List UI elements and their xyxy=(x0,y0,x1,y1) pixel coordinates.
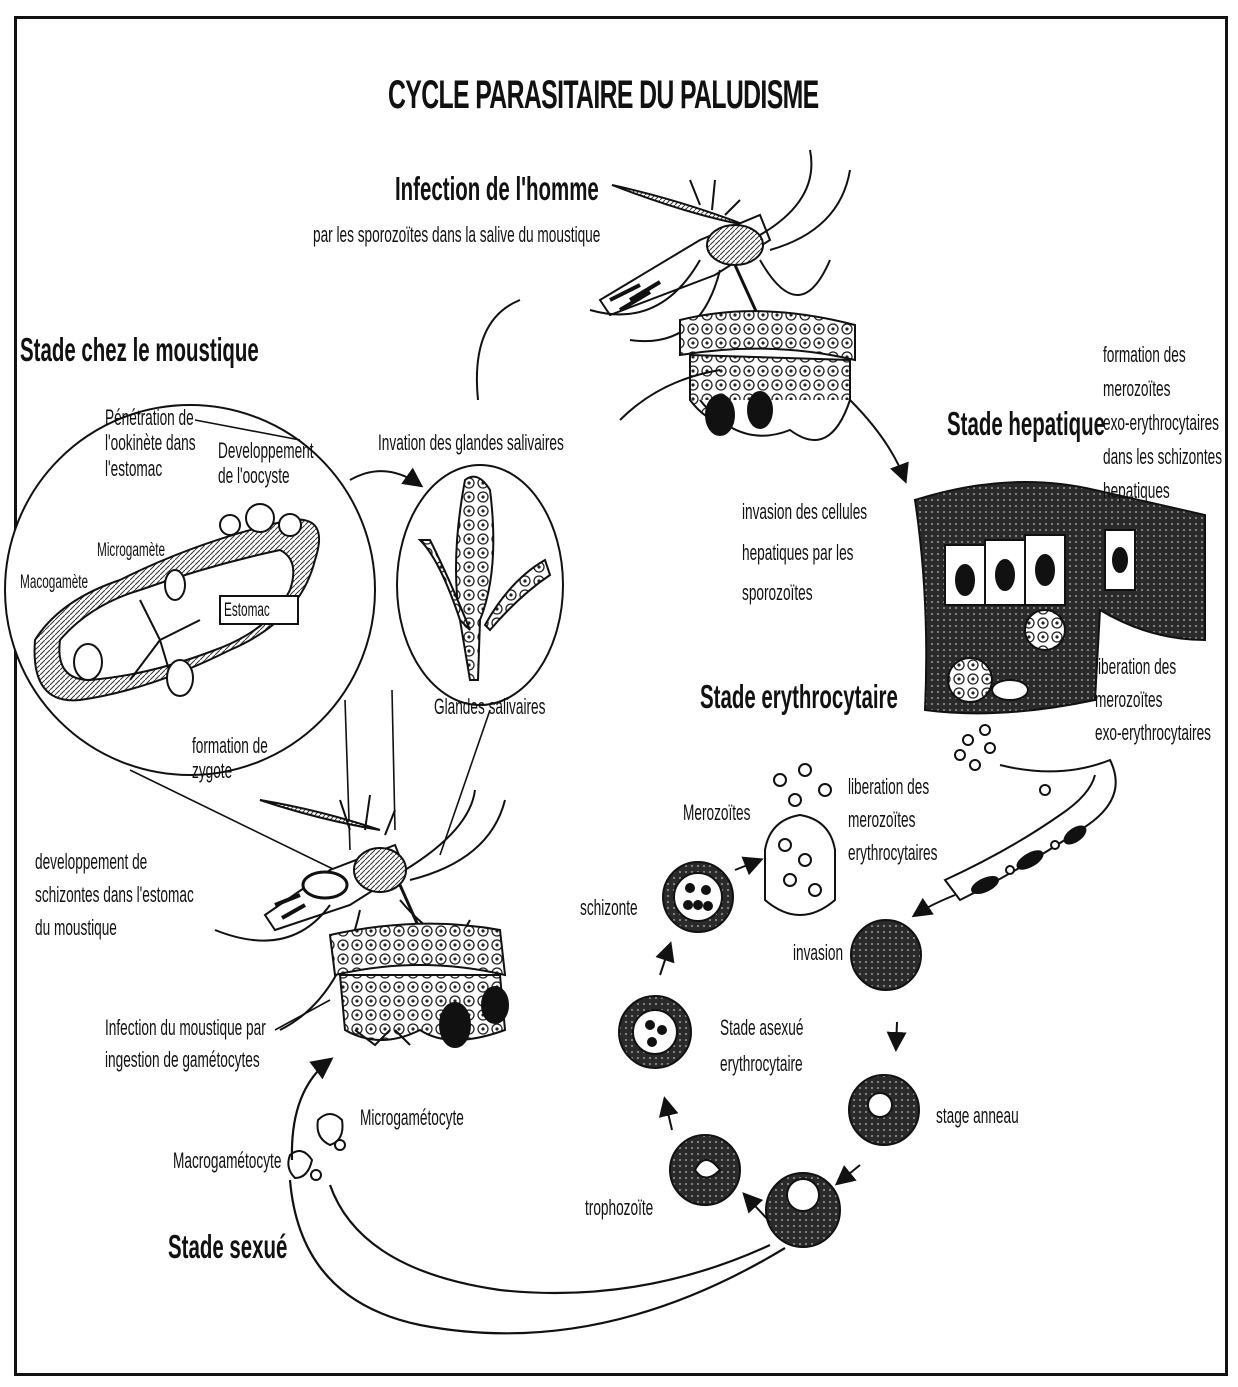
label-stage-anneau: stage anneau xyxy=(936,1103,1019,1128)
heading-stade-sexue: Stade sexué xyxy=(168,1228,287,1266)
label-invasion-glandes: Invation des glandes salivaires xyxy=(378,430,564,455)
heading-infection-homme: Infection de l'homme xyxy=(395,170,599,208)
label-schizonte: schizonte xyxy=(580,895,638,920)
label-microgametocyte: Microgamétocyte xyxy=(360,1105,464,1130)
leader-infection-moustique xyxy=(275,1000,330,1030)
salivary-gland-inset xyxy=(397,465,563,705)
released-merozoites-exo xyxy=(955,725,1050,795)
label-microgamete: Microgamète xyxy=(97,540,165,562)
gametocytes xyxy=(288,1114,345,1180)
arrow-invasion-glands xyxy=(350,471,420,485)
label-merozoites: Merozoïtes xyxy=(683,800,750,825)
label-glandes-salivaires: Glandes salivaires xyxy=(434,694,545,719)
label-macrogamete: Macogamète xyxy=(20,572,88,594)
label-macrogametocyte: Macrogamétocyte xyxy=(173,1148,281,1173)
arrow-to-invasion xyxy=(915,895,955,915)
heading-stade-moustique: Stade chez le moustique xyxy=(20,331,259,369)
skin-section-bottom xyxy=(330,924,508,1047)
label-trophozoite: trophozoïte xyxy=(585,1195,653,1220)
arrow-to-top-mosquito xyxy=(477,300,520,400)
subheading-infection-homme: par les sporozoïtes dans la salive du mo… xyxy=(313,222,600,247)
heading-stade-hepatique: Stade hepatique xyxy=(947,405,1105,443)
label-invasion: invasion xyxy=(793,940,843,965)
blood-vessel xyxy=(945,760,1116,900)
heading-stade-erythrocytaire: Stade erythrocytaire xyxy=(700,678,898,716)
page-title: CYCLE PARASITAIRE DU PALUDISME xyxy=(388,72,819,118)
skin-section-top xyxy=(680,311,855,440)
arrow-to-liver xyxy=(850,400,905,480)
arrow-to-mosquito xyxy=(292,1060,330,1160)
label-estomac: Estomac xyxy=(224,600,270,622)
